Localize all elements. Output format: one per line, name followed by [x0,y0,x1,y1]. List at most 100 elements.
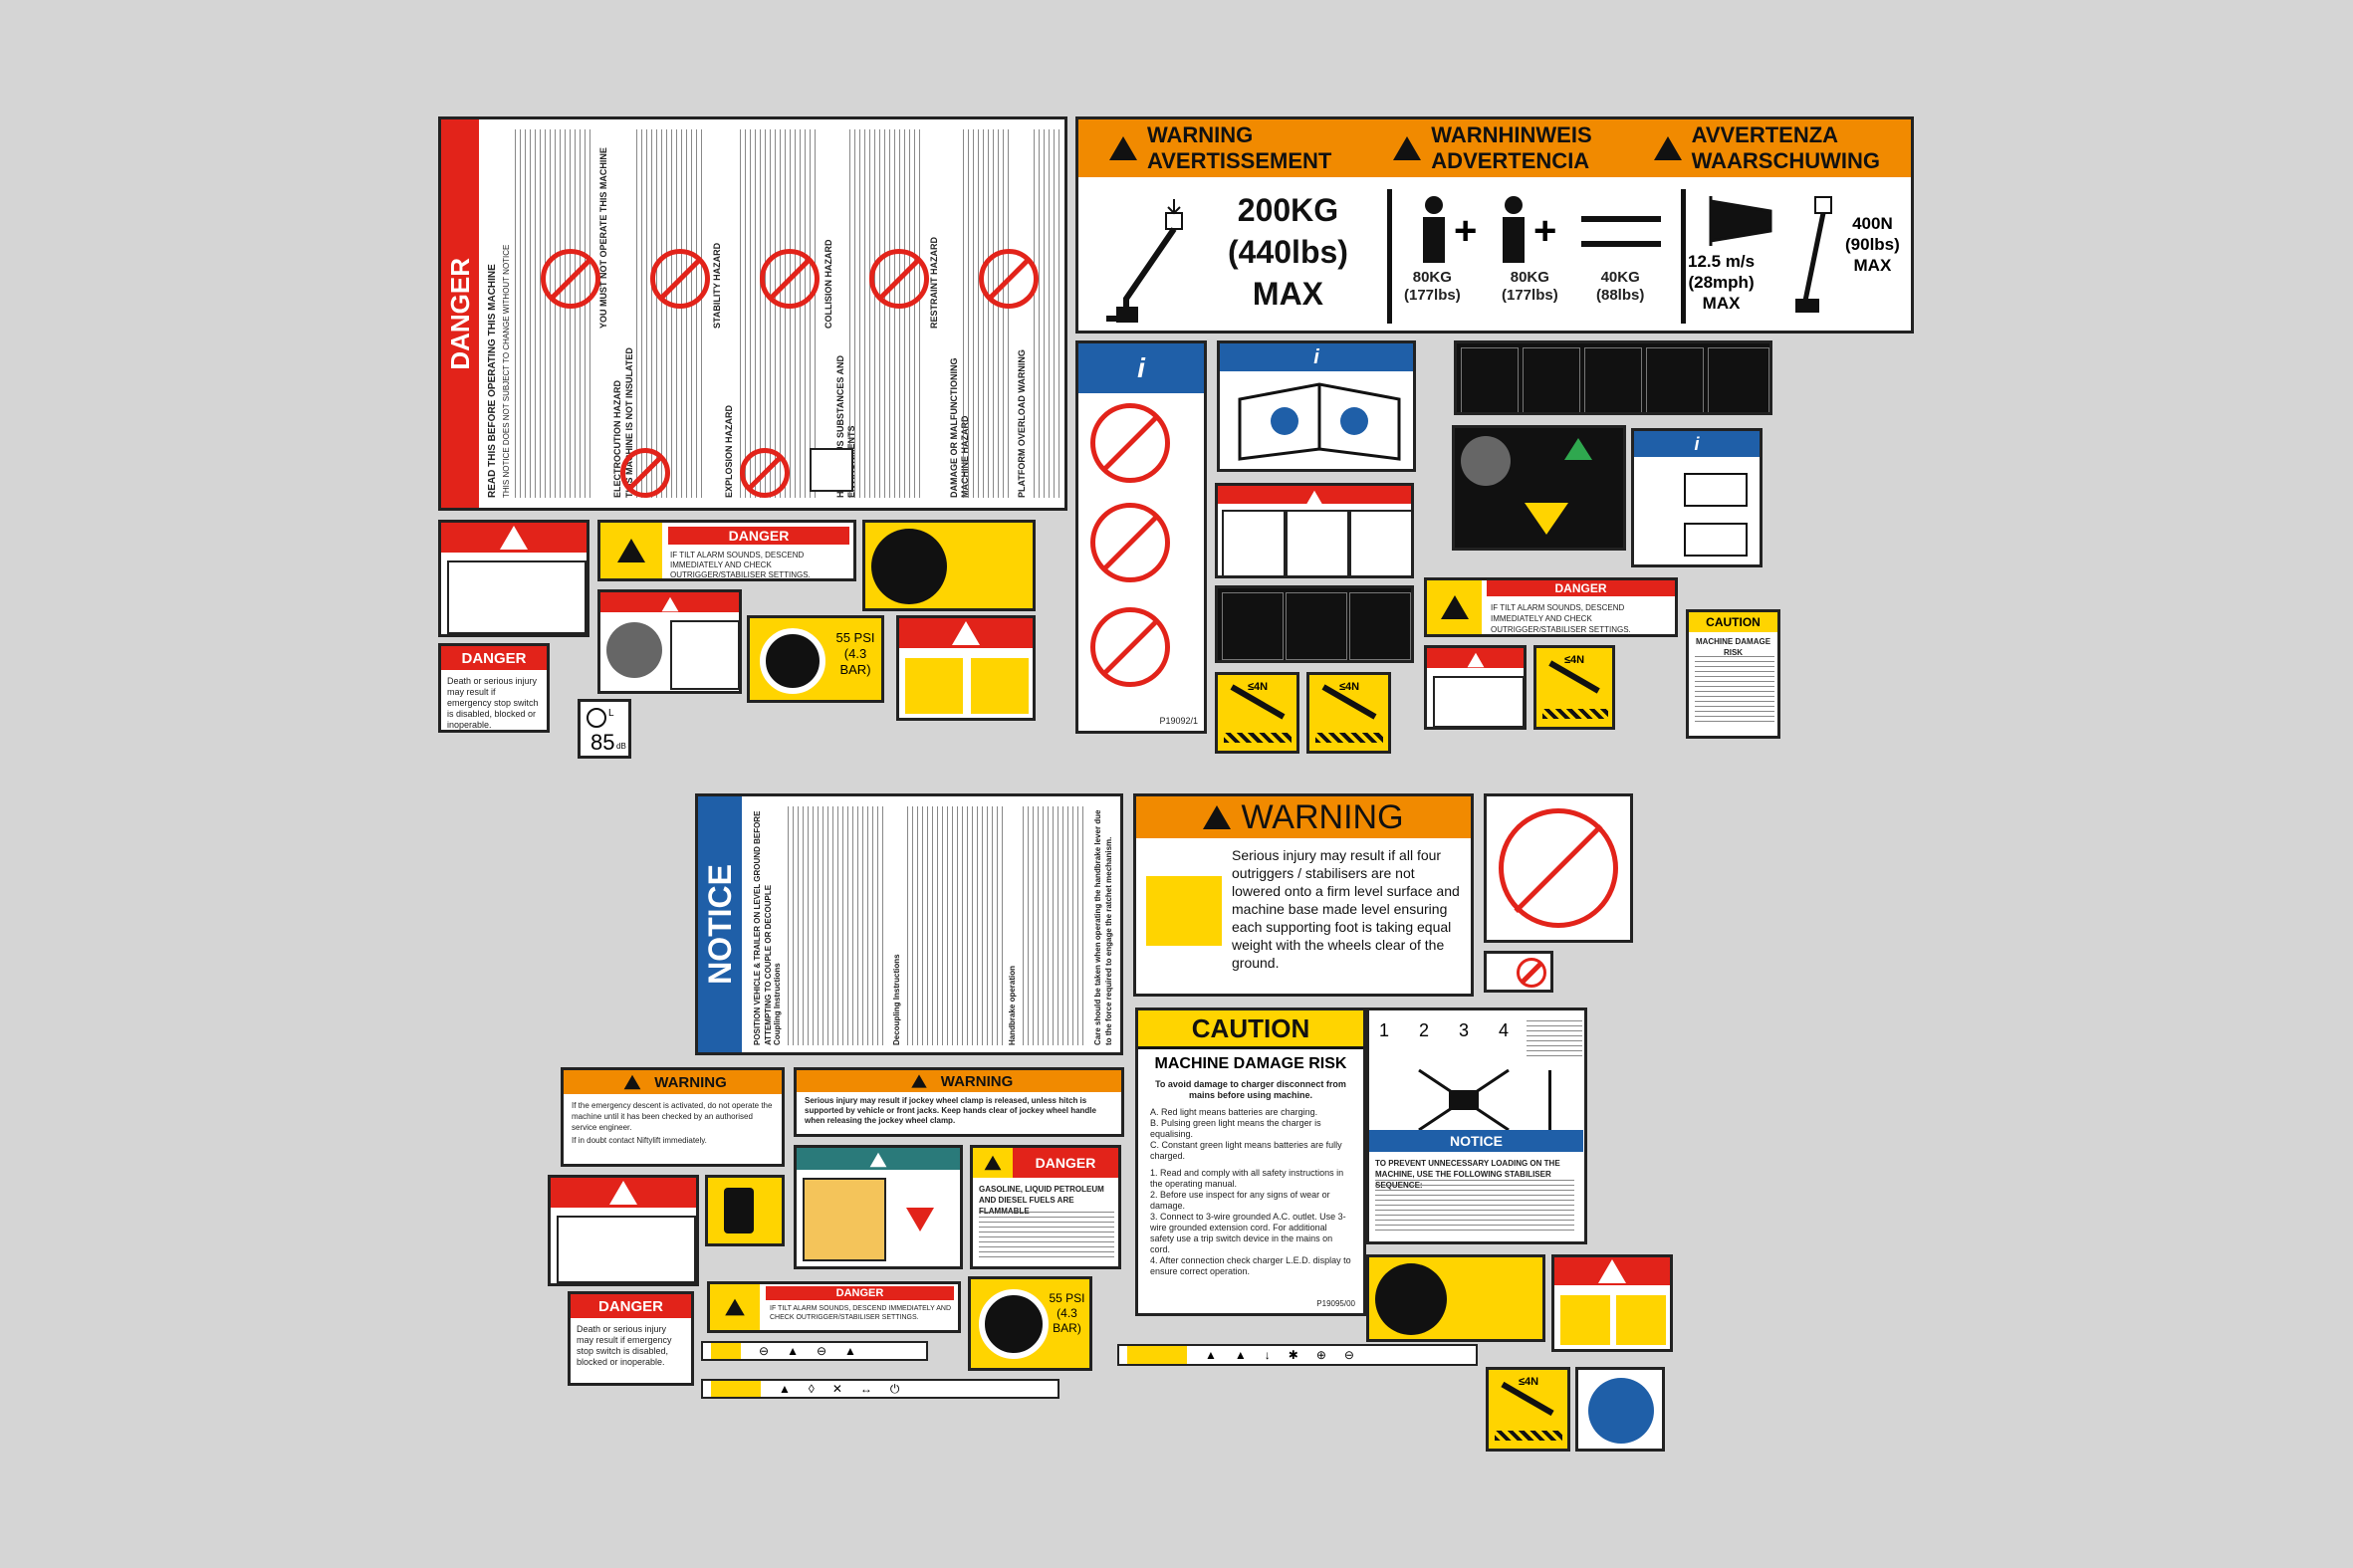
harness-check-icon [961,533,1021,602]
caution-label: CAUTION [1689,612,1777,632]
danger-stripe: DANGER [441,119,479,508]
warning-label: WARNHINWEIS [1431,122,1592,147]
battery-icon [1684,523,1748,557]
person-weight: 80KG [1510,269,1549,286]
trailer-hitch-icon [447,560,587,634]
crush-foot-icon [971,658,1029,714]
tilt-alarm-danger-decal: DANGER IF TILT ALARM SOUNDS, DESCEND IMM… [597,520,856,581]
no-tip-icon [650,249,710,309]
fuel-danger-decal: DANGER GASOLINE, LIQUID PETROLEUM AND DI… [970,1145,1121,1269]
symbol-icon: ▲ [844,1344,856,1358]
hazard-heading: RESTRAINT HAZARD [929,237,939,329]
tow-warning-decal [1424,645,1527,730]
info-icon: i [1313,345,1319,368]
side-force: 400N [1852,214,1893,233]
boom-pictogram [1222,510,1286,575]
danger-subheading: READ THIS BEFORE OPERATING THIS MACHINE [487,264,498,498]
no-enter-icon [1090,503,1170,582]
estop-danger-decal: DANGER Death or serious injury may resul… [568,1291,694,1386]
part-number: P19092/1 [1159,716,1198,726]
person-weight-lbs: (177lbs) [1404,287,1461,304]
no-entry-icon [1517,958,1546,988]
notice-title: NOTICE [1450,1133,1503,1149]
tools-icon [1581,216,1661,247]
no-restraint-icon [869,249,929,309]
coupling-heading: Coupling Instructions [773,963,782,1045]
notice-coupling-decal: NOTICE POSITION VEHICLE & TRAILER ON LEV… [695,793,1123,1055]
wind-speed-mph: (28mph) [1688,273,1755,292]
trailer-hitch-icon [557,1216,696,1283]
symbol-icon: ✕ [831,1382,842,1396]
force-decal: ≤4N [1486,1367,1570,1452]
no-enter-icon [1090,403,1170,483]
platform-load-icon [803,1178,886,1261]
part-number: P19095/00 [1316,1299,1355,1308]
crush-hand-icon [1560,1295,1610,1345]
symbol-icon: ▲ [1234,1348,1247,1362]
tow-hazard-decal [548,1175,699,1286]
fuel-decal [705,1175,785,1246]
hard-hat-icon [1588,1378,1654,1444]
force-value: ≤4N [1339,681,1360,693]
warning-text: Serious injury may result if jockey whee… [805,1096,1096,1125]
notice-footer: Care should be taken when operating the … [1093,809,1113,1046]
hazard-heading: EXPLOSION HAZARD [724,404,734,498]
warning-title: WARNING [1241,797,1404,836]
warning-label: ADVERTENCIA [1431,148,1590,173]
charger-caution-decal: CAUTION MACHINE DAMAGE RISK To avoid dam… [1135,1008,1366,1316]
warning-triangle-icon [609,1181,637,1205]
hazard-heading: COLLISION HAZARD [824,239,833,330]
warning-label: WAARSCHUWING [1691,148,1880,173]
info-icon: i [1694,433,1700,454]
warning-triangle-icon [1598,1259,1626,1283]
tow-hazard-decal [438,520,589,637]
step-number: 3 [1459,1020,1470,1040]
notice-title: NOTICE [701,864,738,985]
warning-triangle-icon [1440,595,1469,619]
symbol-icon: ⊖ [759,1344,770,1358]
symbol-icon: ▲ [779,1382,791,1396]
symbol-icon: ↓ [1264,1348,1271,1362]
no-explosion-icon [740,448,790,498]
harness-person-icon [1375,1263,1447,1335]
side-force-icon [1795,196,1832,313]
caution-step: 3. Connect to 3-wire grounded A.C. outle… [1150,1212,1346,1254]
outrigger-pictogram [1146,876,1222,946]
warning-triangle-icon [623,1074,641,1090]
wind-sock-icon [1709,196,1772,246]
outrigger-warning-decal: WARNING Serious injury may result if all… [1133,793,1474,997]
crush-hand-icon [905,658,963,714]
emergency-descent-warning: WARNING If the emergency descent is acti… [561,1067,785,1167]
platform-overload-decal [794,1145,963,1269]
info-icon: i [1137,352,1145,383]
info-operation-decal: i P19092/1 [1075,340,1207,734]
wind-max: MAX [1702,294,1741,313]
tyre-icon [760,628,825,694]
person-icon [1503,196,1525,263]
boom-control-decal [1215,585,1414,663]
noise-unit: dB [616,742,626,751]
force-value: ≤4N [1519,1376,1539,1388]
danger-label: DANGER [1035,1155,1096,1171]
load-lbs: (440lbs) [1228,234,1348,270]
control-strip: ▲▲↓✱⊕⊖ [1117,1344,1478,1366]
danger-text: IF TILT ALARM SOUNDS, DESCEND IMMEDIATEL… [670,551,811,579]
hazard-heading: PLATFORM OVERLOAD WARNING [1017,349,1027,498]
crush-hazard-decal [1551,1254,1673,1352]
tyre-pressure-decal: 55 PSI (4.3 BAR) [747,615,884,703]
jockey-wheel-warning: WARNING Serious injury may result if joc… [794,1067,1124,1137]
tilt-alarm-danger-decal: DANGER IF TILT ALARM SOUNDS, DESCEND IMM… [1424,577,1678,637]
caution-c: C. Constant green light means batteries … [1150,1140,1342,1161]
symbol-icon: ⊕ [1315,1348,1326,1362]
battery-info-decal: i [1631,428,1763,567]
noise-level-decal: L 85 dB [578,699,631,759]
caution-subtitle: MACHINE DAMAGE RISK [1154,1055,1347,1072]
boom-operation-decal [1215,483,1414,578]
hazard-substance-icon [810,448,853,492]
hazard-heading: YOU MUST NOT OPERATE THIS MACHINE [598,147,608,329]
caution-a: A. Red light means batteries are chargin… [1150,1107,1318,1117]
caution-sub: MACHINE DAMAGE RISK [1695,637,1771,657]
warning-triangle-icon [1108,136,1137,160]
harness-check-icon [1465,1267,1525,1333]
force-value: ≤4N [1564,654,1585,666]
